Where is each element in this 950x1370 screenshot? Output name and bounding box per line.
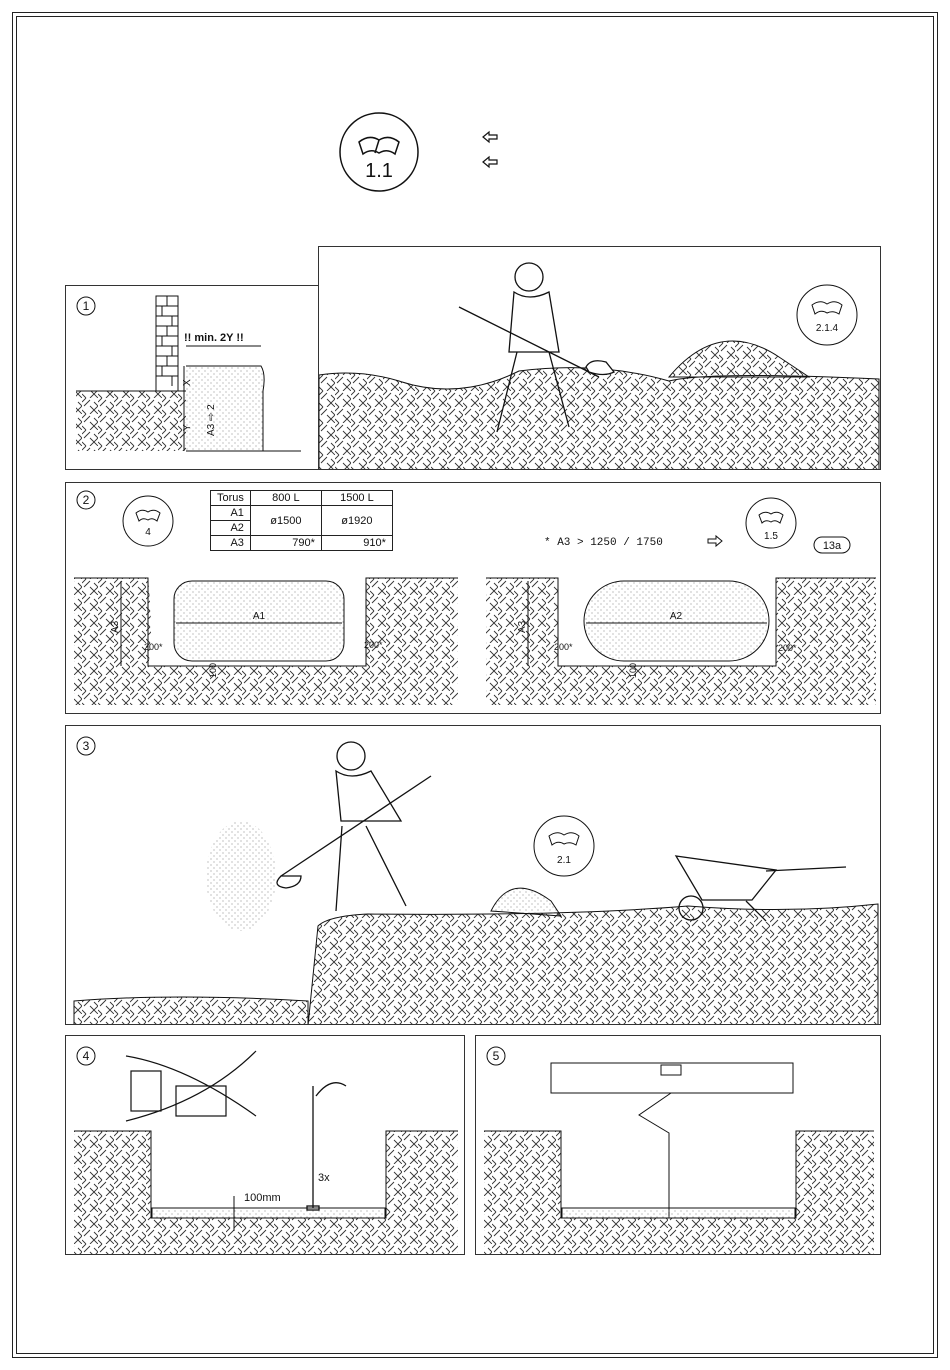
panel-step-2: 2 4 * A3 > 1250 / 1750 1.5 13a A1 A3 200…	[65, 482, 881, 714]
book-icon	[359, 137, 399, 154]
bedding-depth: 100mm	[244, 1192, 281, 1204]
ref-13a: 13a	[823, 540, 842, 552]
label-y: Y	[182, 424, 193, 431]
step-number-4: 4	[83, 1049, 90, 1063]
badge-4: 4	[145, 527, 151, 538]
right-pit-gap-right: 200*	[778, 643, 797, 653]
panel-digging: 2.1.4	[318, 246, 881, 470]
table-row: A1 ø1500 ø1920	[211, 506, 393, 521]
panel-step-5: 5	[475, 1035, 881, 1255]
table-cell: 790*	[250, 536, 321, 551]
right-pit-a2: A2	[670, 611, 683, 622]
compaction-diagram: 4 100mm 3x	[66, 1036, 465, 1255]
table-cell: 910*	[321, 536, 392, 551]
panel-step-1: 1 !! min. 2Y !! X Y A3 ⇨ 2	[65, 285, 320, 470]
left-pit-a3: A3	[110, 620, 121, 633]
label-x: X	[182, 379, 193, 386]
table-header-cell: Torus	[211, 491, 251, 506]
worker-digging-illustration: 2.1.4	[319, 247, 881, 470]
spirit-level-board	[551, 1063, 793, 1093]
label-a3: A3 ⇨ 2	[206, 404, 217, 436]
brick-wall	[156, 296, 178, 391]
torus-dimension-table: Torus 800 L 1500 L A1 ø1500 ø1920 A2 A3 …	[210, 490, 393, 551]
step-number-3: 3	[83, 739, 90, 753]
badge-1-5: 1.5	[764, 531, 778, 542]
excavation-distance-diagram: 1 !! min. 2Y !! X Y A3 ⇨ 2	[66, 286, 320, 470]
step-number-5: 5	[493, 1049, 500, 1063]
table-row: A3 790* 910*	[211, 536, 393, 551]
table-header-cell: 1500 L	[321, 491, 392, 506]
left-pit-a1: A1	[253, 611, 266, 622]
repeat-count: 3x	[318, 1172, 330, 1184]
worker-figure	[277, 742, 431, 911]
header-badge-label: 1.1	[365, 160, 393, 182]
table-header-cell: 800 L	[250, 491, 321, 506]
badge-2-1-4: 2.1.4	[816, 323, 839, 334]
tamper-tool	[307, 1083, 346, 1210]
leveling-diagram: 5	[476, 1036, 881, 1255]
step-number-2: 2	[83, 493, 90, 507]
panel-step-4: 4 100mm 3x	[65, 1035, 465, 1255]
backfill-illustration: 3 2.1	[66, 726, 881, 1025]
arrow-left-icon	[483, 132, 497, 167]
table-cell-label: A1	[211, 506, 251, 521]
table-header-row: Torus 800 L 1500 L	[211, 491, 393, 506]
table-cell-label: A3	[211, 536, 251, 551]
panel-step-3: 3 2.1	[65, 725, 881, 1025]
header-graphics: 1.1	[0, 0, 950, 240]
table-cell: ø1920	[321, 506, 392, 536]
right-pit-bottom: 100	[628, 663, 638, 678]
left-pit-gap-right: 200*	[364, 640, 383, 650]
left-pit-gap-left: 200*	[144, 642, 163, 652]
badge-2-1: 2.1	[557, 855, 571, 866]
a3-note: * A3 > 1250 / 1750	[544, 537, 663, 549]
left-pit-bottom: 100	[208, 663, 218, 678]
right-pit-gap-left: 200*	[554, 642, 573, 652]
right-pit-a3: A3	[517, 620, 528, 633]
step-number-1: 1	[83, 299, 90, 313]
pit-dimensions-diagram: 2 4 * A3 > 1250 / 1750 1.5 13a A1 A3 200…	[66, 483, 881, 714]
table-cell: ø1500	[250, 506, 321, 536]
compactor-crossed-icon	[126, 1051, 256, 1121]
arrow-right-icon	[708, 536, 722, 546]
min-distance-note: !! min. 2Y !!	[184, 332, 244, 344]
table-cell-label: A2	[211, 521, 251, 536]
